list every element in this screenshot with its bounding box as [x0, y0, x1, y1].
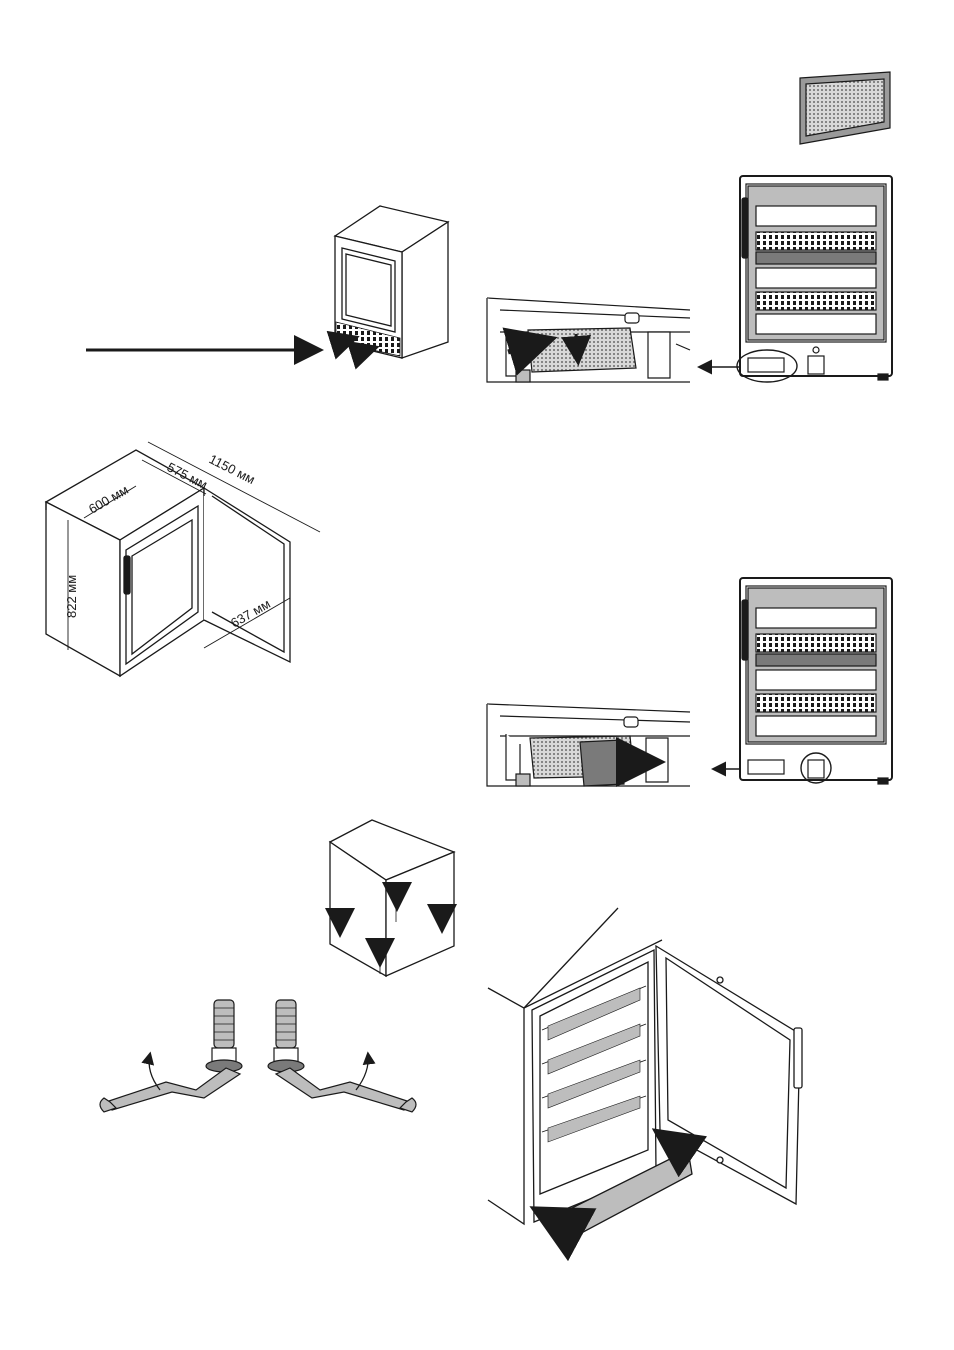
- charcoal-filter-icon: [800, 72, 890, 144]
- adjustable-foot-icon: [206, 1000, 242, 1072]
- built-in-cooler-illustration: [488, 908, 802, 1238]
- wine-cooler-front-upper: [737, 176, 892, 382]
- dimension-depth-open: 1150 мм: [207, 451, 258, 487]
- cooler-dimension-drawing: [46, 450, 290, 676]
- wrench-icon: [100, 1068, 240, 1112]
- cabinet-feet-illustration: [330, 820, 454, 976]
- adjustable-foot-icon: [268, 1000, 304, 1072]
- small-cabinet-illustration: [335, 206, 448, 358]
- filter-slot-closeup-lower: [487, 704, 690, 786]
- wine-cooler-front-lower: [740, 578, 892, 784]
- dimension-height: 822 мм: [64, 575, 79, 618]
- wrench-icon: [276, 1068, 416, 1112]
- filter-slot-closeup-upper: [487, 298, 690, 382]
- arrow-icon: [576, 334, 578, 360]
